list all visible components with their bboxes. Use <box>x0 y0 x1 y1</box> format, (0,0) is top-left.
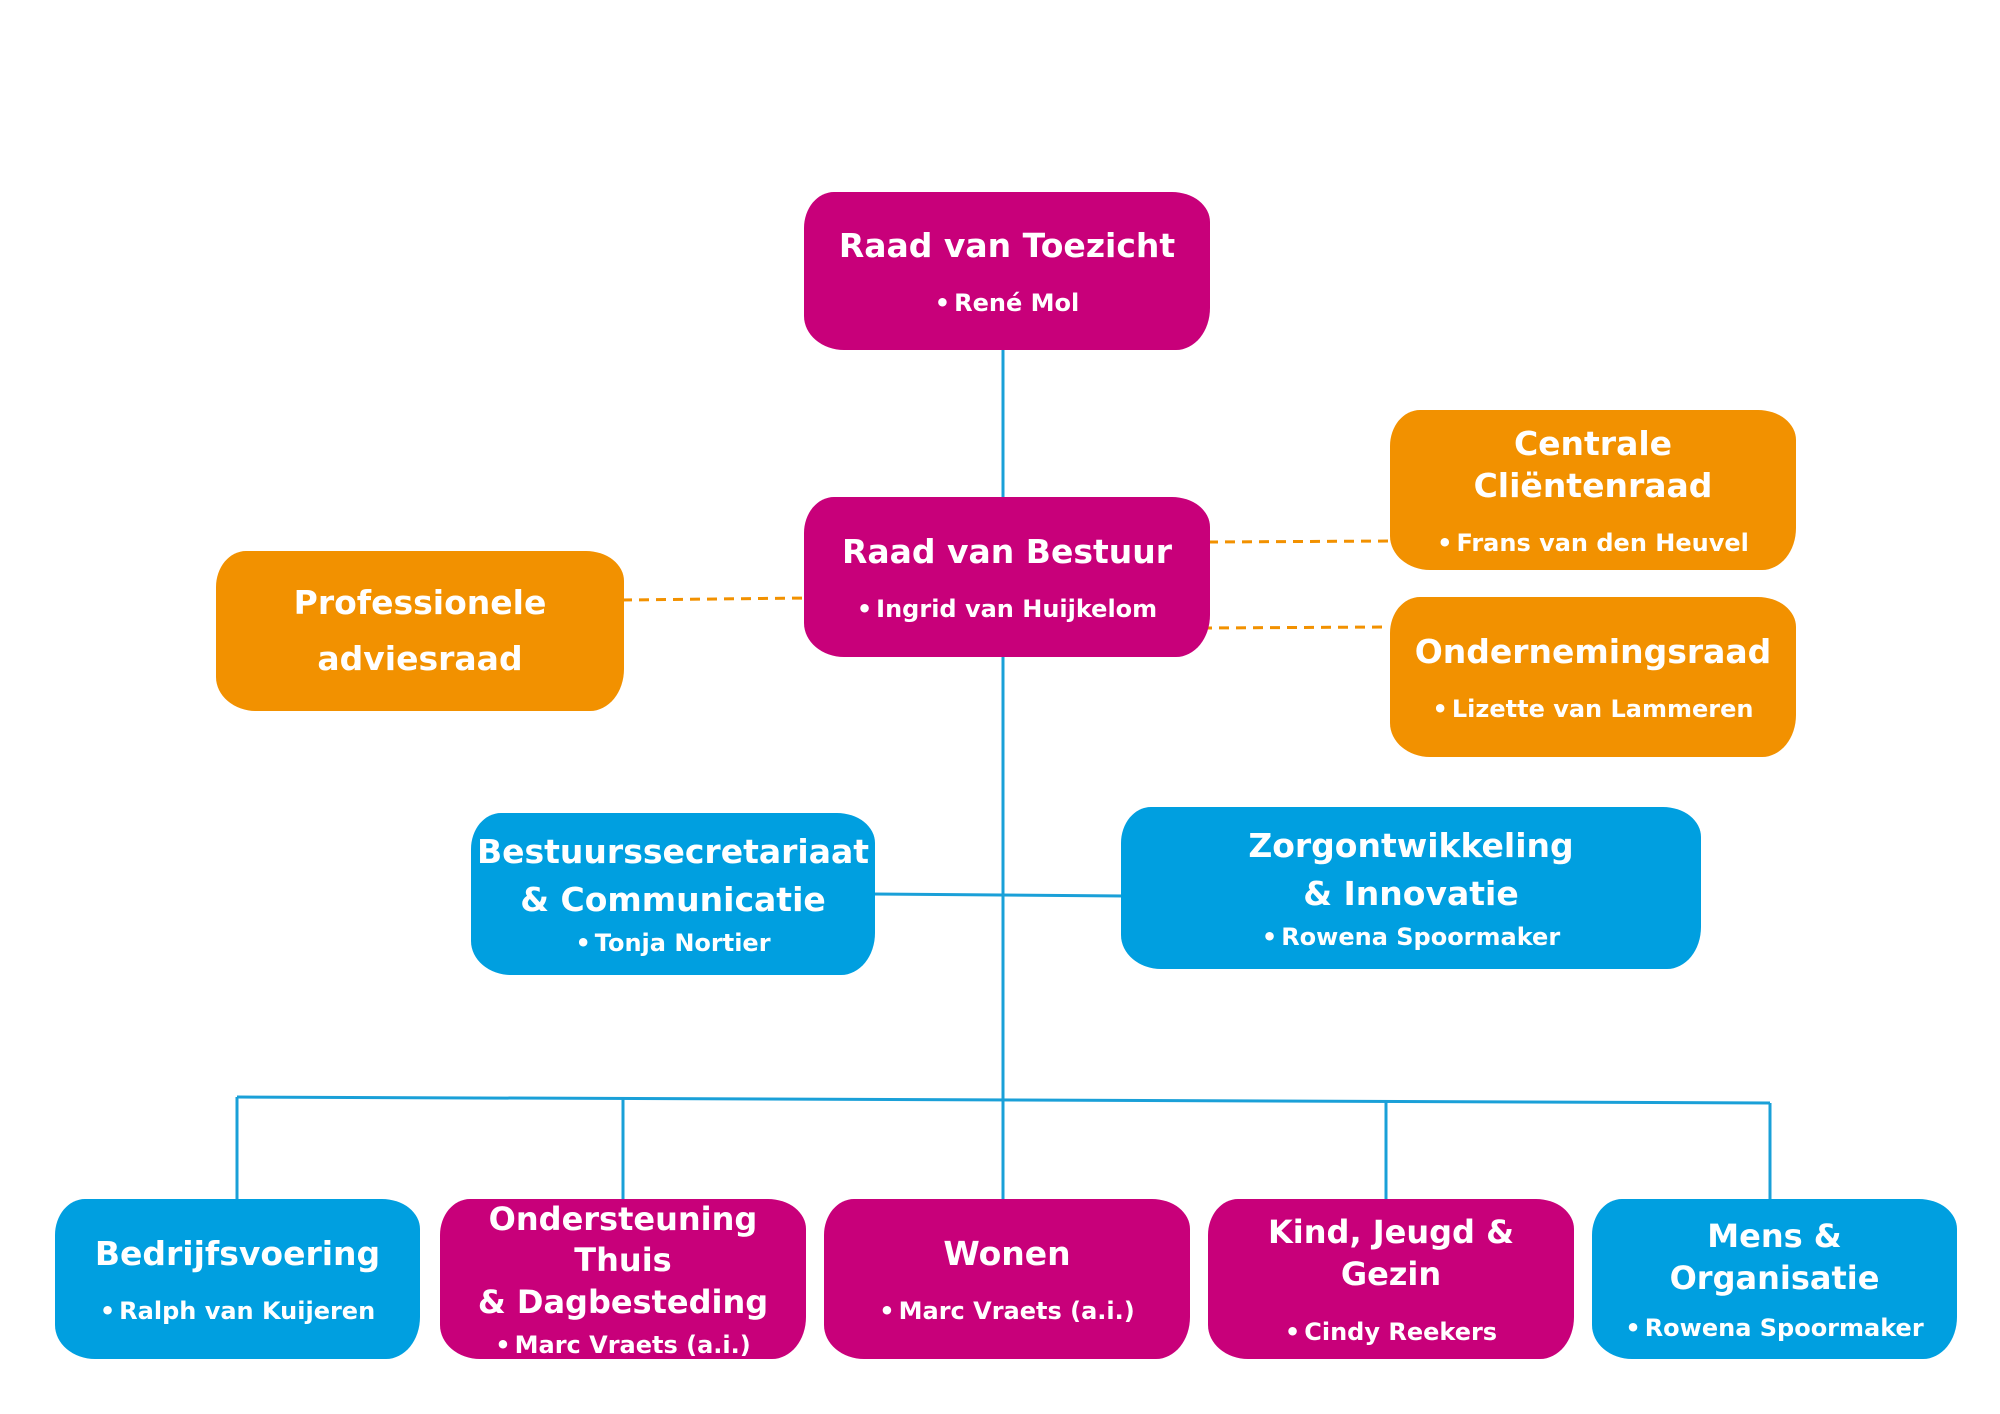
dash-adviesraad <box>621 596 809 602</box>
bestuurssecretariaat-box: Bestuurssecretariaat & Communicatie Tonj… <box>471 813 875 975</box>
raad-van-toezicht-box: Raad van Toezicht René Mol <box>804 192 1210 350</box>
division-ondersteuning-thuis-box: Ondersteuning Thuis & Dagbesteding Marc … <box>440 1199 806 1359</box>
professionele-adviesraad-title-line1: Professionele <box>293 582 547 622</box>
division-title-line1: Bedrijfsvoering <box>94 1233 381 1273</box>
division-person: Cindy Reekers <box>1285 1318 1497 1346</box>
professionele-adviesraad-box: Professionele adviesraad <box>216 551 624 711</box>
bestuurssecretariaat-title-line2: & Communicatie <box>520 880 826 919</box>
dash-ondernemingsraad <box>1201 625 1389 630</box>
bestuurssecretariaat-person: Tonja Nortier <box>575 929 771 957</box>
ondernemingsraad-person: Lizette van Lammeren <box>1433 695 1754 723</box>
zorgontwikkeling-title-line1: Zorgontwikkeling <box>1248 825 1574 865</box>
division-title-line1: Mens & Organisatie <box>1669 1217 1880 1297</box>
division-person: Rowena Spoormaker <box>1625 1314 1924 1342</box>
division-title-line1: Kind, Jeugd & Gezin <box>1268 1213 1514 1293</box>
line-staff-horizontal <box>871 892 1126 898</box>
division-bedrijfsvoering-box: Bedrijfsvoering Ralph van Kuijeren <box>55 1199 420 1359</box>
raad-van-toezicht-title: Raad van Toezicht <box>838 225 1176 265</box>
division-person: Marc Vraets (a.i.) <box>495 1331 751 1359</box>
zorgontwikkeling-title-line2: & Innovatie <box>1303 874 1519 913</box>
division-person: Marc Vraets (a.i.) <box>879 1297 1135 1325</box>
dash-clientenraad <box>1207 539 1393 544</box>
division-kind-jeugd-gezin-box: Kind, Jeugd & Gezin Cindy Reekers <box>1208 1199 1574 1359</box>
bestuurssecretariaat-title-line1: Bestuurssecretariaat <box>476 831 870 871</box>
division-title-line2: & Dagbesteding <box>477 1282 769 1321</box>
professionele-adviesraad-title-line2: adviesraad <box>317 639 523 678</box>
division-title-line1: Wonen <box>943 1233 1071 1273</box>
raad-van-bestuur-person: Ingrid van Huijkelom <box>857 595 1157 623</box>
zorgontwikkeling-person: Rowena Spoormaker <box>1262 923 1560 951</box>
centrale-clientenraad-title: Centrale Cliëntenraad <box>1473 423 1713 505</box>
centrale-clientenraad-person: Frans van den Heuvel <box>1437 529 1748 557</box>
ondernemingsraad-title: Ondernemingsraad <box>1414 631 1772 671</box>
raad-van-bestuur-box: Raad van Bestuur Ingrid van Huijkelom <box>804 497 1210 657</box>
zorgontwikkeling-box: Zorgontwikkeling & Innovatie Rowena Spoo… <box>1121 807 1701 969</box>
division-person: Ralph van Kuijeren <box>100 1297 375 1325</box>
division-wonen-box: Wonen Marc Vraets (a.i.) <box>824 1199 1190 1359</box>
division-mens-organisatie-box: Mens & Organisatie Rowena Spoormaker <box>1592 1199 1957 1359</box>
division-title-line1: Ondersteuning Thuis <box>488 1199 758 1280</box>
raad-van-bestuur-title: Raad van Bestuur <box>841 531 1173 571</box>
ondernemingsraad-box: Ondernemingsraad Lizette van Lammeren <box>1390 597 1796 757</box>
line-divisions-horizontal <box>236 1095 1771 1105</box>
raad-van-toezicht-person: René Mol <box>935 289 1079 317</box>
centrale-clientenraad-box: Centrale Cliëntenraad Frans van den Heuv… <box>1390 410 1796 570</box>
